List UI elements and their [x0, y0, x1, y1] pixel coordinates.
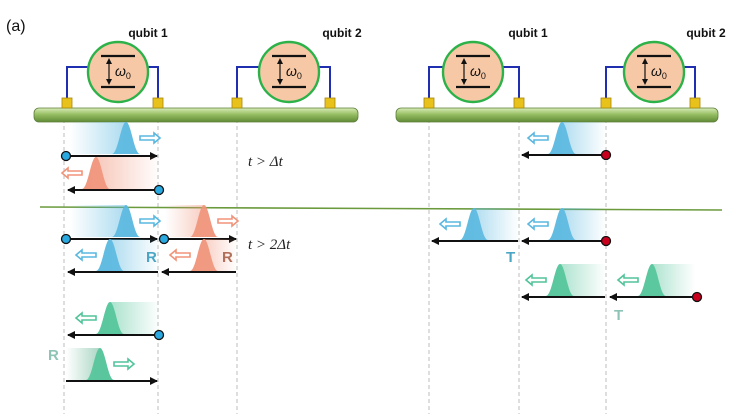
left-pulse-green-back-direction-arrow [74, 311, 97, 325]
left-dot-forward [60, 233, 72, 245]
right-qubit2-wire-right [684, 66, 696, 100]
right-qubit1-label: qubit 1 [508, 26, 548, 40]
right-qubit1: ω0 [423, 40, 525, 109]
left-pulse-green-forward-peak [86, 348, 114, 380]
left-qubit2-pad-right [324, 97, 336, 109]
transmit-letter-blue: T [506, 249, 515, 266]
left-qubit1-wire-left [66, 66, 88, 100]
left-dot-incident [60, 150, 72, 162]
right-qubit1-transition-arrow-down [461, 79, 467, 85]
right-qubit2-pad-right [689, 97, 701, 109]
left-pulse-reflected-blue [74, 239, 160, 271]
reflect-letter-brown: R [222, 249, 233, 266]
left-qubit1-pad-left [61, 97, 73, 109]
left-pulse-incident-direction-arrow [139, 131, 162, 145]
left-qubit2: ω0 [231, 40, 336, 109]
left-qubit1-transition-arrow-down [106, 79, 112, 85]
left-pulse-red-forward-direction-arrow [217, 214, 240, 228]
left-pulse-green-forward [66, 348, 136, 380]
right-dot-second [600, 235, 612, 247]
right-qubit2-pad-left [600, 97, 612, 109]
reflect-letter-green: R [48, 347, 59, 364]
qubit-layer: ω0 ω0 ω0 ω0 [61, 40, 701, 109]
right-pulse-second-peak [548, 208, 576, 240]
left-pulse-reflected-blue-peak [96, 239, 124, 271]
right-pulse-second [526, 208, 606, 240]
right-pulse-incident-direction-arrow [526, 131, 549, 145]
transmit-letter-green: T [614, 307, 623, 324]
left-qubit1-omega-label: ω0 [115, 63, 131, 81]
right-transmission-line [395, 107, 719, 123]
right-qubit2-label: qubit 2 [686, 26, 726, 40]
right-pulse-green-a [524, 264, 606, 296]
right-pulse-green-a-direction-arrow [524, 273, 547, 287]
left-qubit1-wire-right [148, 66, 159, 100]
right-qubit1-pad-right [513, 97, 525, 109]
right-pulse-green-b-peak [638, 264, 666, 296]
right-qubit1-transition-arrow-up [461, 58, 467, 64]
right-pulse-transmitted-peak [460, 208, 488, 240]
right-qubit1-wire-right [503, 66, 520, 100]
right-qubit1-pad-left [423, 97, 435, 109]
time-label-dt: t > Δt [248, 154, 284, 170]
left-qubit2-transition-arrow-up [277, 58, 283, 64]
left-dot-red-forward [158, 233, 170, 245]
right-pulse-green-b [616, 264, 695, 296]
left-pulse-reflected-red [168, 239, 237, 271]
right-pulse-transmitted-direction-arrow [438, 217, 461, 231]
right-pulse-incident-peak [548, 122, 576, 154]
left-qubit2-pad-left [231, 97, 243, 109]
left-pulse-emitted [60, 157, 160, 189]
left-qubit1-pad-right [152, 97, 164, 109]
right-qubit1-omega-label: ω0 [470, 63, 486, 81]
left-dot-green-back [153, 329, 165, 341]
left-pulse-reflected-red-direction-arrow [168, 248, 191, 262]
right-qubit2-omega-label: ω0 [651, 63, 667, 81]
right-dot-incident [600, 149, 612, 161]
right-pulse-incident [526, 122, 606, 154]
left-qubit1-label: qubit 1 [128, 26, 168, 40]
panel-label: (a) [6, 18, 26, 35]
left-pulse-emitted-peak [82, 157, 110, 189]
left-qubit2-wire-right [319, 66, 331, 100]
left-qubit2-omega-label: ω0 [286, 63, 302, 81]
left-pulse-emitted-direction-arrow [60, 166, 83, 180]
right-pulse-green-b-direction-arrow [616, 273, 639, 287]
right-qubit2-transition-arrow-up [642, 58, 648, 64]
right-pulse-second-direction-arrow [526, 217, 549, 231]
left-qubit1-transition-arrow-up [106, 58, 112, 64]
left-pulse-incident [70, 122, 162, 154]
left-pulse-reflected-red-peak [190, 239, 218, 271]
left-pulse-forward-direction-arrow [139, 214, 162, 228]
left-pulse-green-forward-direction-arrow [113, 357, 136, 371]
right-qubit2: ω0 [600, 40, 701, 109]
right-pulse-green-a-peak [546, 264, 574, 296]
left-pulse-forward-peak [112, 205, 140, 237]
right-dot-green-b [691, 291, 703, 303]
left-pulse-red-forward [165, 205, 240, 237]
left-qubit2-transition-arrow-down [277, 79, 283, 85]
left-pulse-reflected-blue-direction-arrow [74, 248, 97, 262]
reflect-letter-blue: R [146, 249, 157, 266]
left-dot-emitted [153, 184, 165, 196]
time-divider [39, 206, 723, 211]
left-transmission-line [33, 107, 359, 123]
left-qubit2-wire-left [236, 66, 259, 100]
right-pulse-transmitted [438, 208, 519, 240]
left-pulse-green-back-peak [96, 302, 124, 334]
left-pulse-green-back [74, 302, 160, 334]
pulse-layer [60, 122, 703, 385]
left-qubit1: ω0 [61, 40, 164, 109]
right-qubit2-transition-arrow-down [642, 79, 648, 85]
left-pulse-forward [70, 205, 162, 237]
time-label-2dt: t > 2Δt [248, 237, 291, 253]
left-pulse-red-forward-peak [190, 205, 218, 237]
right-qubit1-wire-left [428, 66, 443, 100]
right-qubit2-wire-left [605, 66, 624, 100]
left-qubit2-label: qubit 2 [322, 26, 362, 40]
left-pulse-incident-peak [112, 122, 140, 154]
